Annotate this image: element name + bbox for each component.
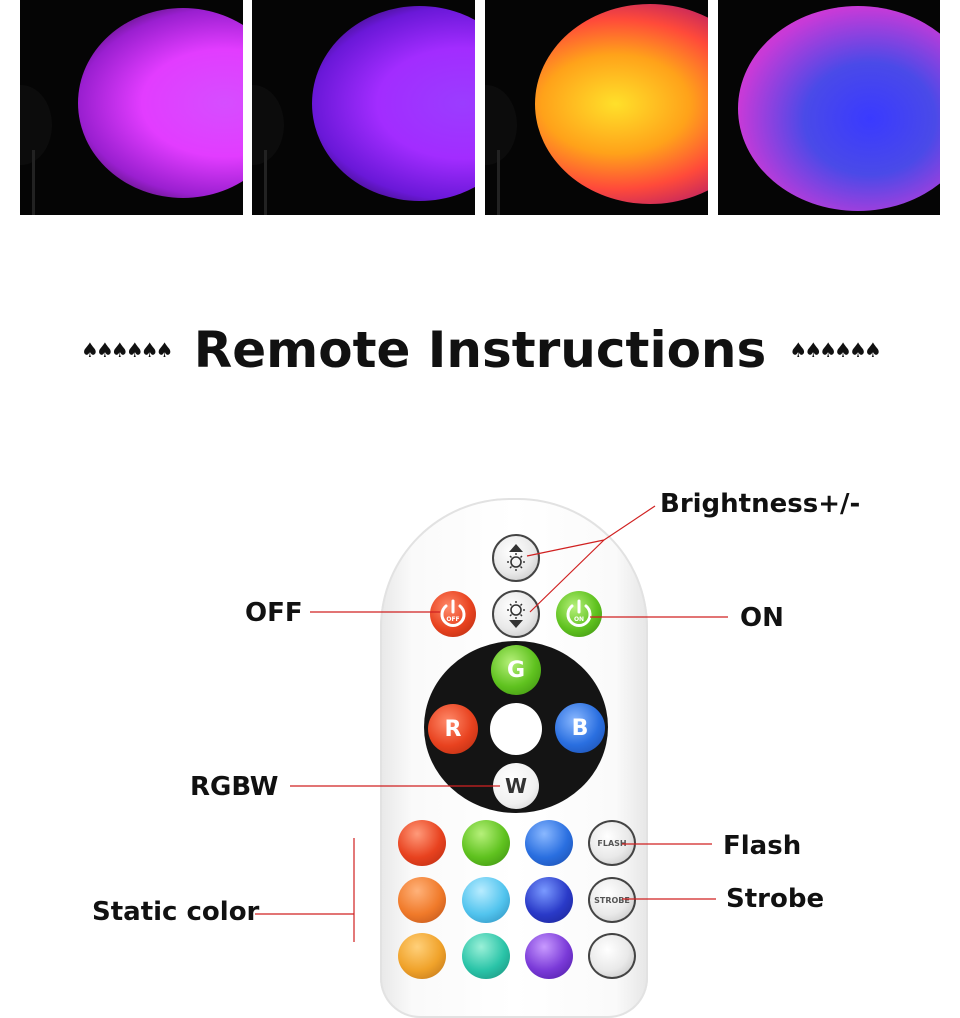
on-button-text: ON: [574, 616, 584, 623]
red-button[interactable]: R: [428, 704, 478, 754]
left-ornament: ♠♠♠♠♠♠: [81, 338, 174, 362]
sun-down-icon: [507, 601, 525, 628]
static-color-label: Static color: [92, 897, 260, 927]
white-button[interactable]: W: [493, 763, 539, 809]
strobe-button-text: STROBE: [594, 895, 630, 905]
color-button-teal[interactable]: [462, 933, 510, 979]
center-button[interactable]: [490, 703, 542, 755]
off-label: OFF: [245, 598, 303, 628]
flash-button[interactable]: FLASH: [588, 820, 636, 866]
photo-purple: [252, 0, 475, 215]
strobe-button[interactable]: STROBE: [588, 877, 636, 923]
color-button-light-blue[interactable]: [462, 877, 510, 923]
page-title: Remote Instructions: [193, 321, 767, 379]
strobe-label: Strobe: [726, 884, 825, 914]
brightness-label: Brightness+/-: [660, 489, 861, 519]
rgbw-label: RGBW: [190, 772, 279, 802]
photo-magenta: [20, 0, 243, 215]
color-button-blue[interactable]: [525, 820, 573, 866]
flash-label: Flash: [723, 831, 802, 861]
blue-button[interactable]: B: [555, 703, 605, 753]
color-button-orange[interactable]: [398, 877, 446, 923]
color-button-red[interactable]: [398, 820, 446, 866]
color-button-purple[interactable]: [525, 933, 573, 979]
photo-blue-pink: [718, 0, 940, 215]
off-button-text: OFF: [446, 616, 459, 623]
color-button-yellow-orange[interactable]: [398, 933, 446, 979]
color-button-dark-blue[interactable]: [525, 877, 573, 923]
brightness-up-button[interactable]: [492, 534, 540, 582]
on-button[interactable]: ON: [556, 591, 602, 637]
power-icon: OFF: [440, 599, 466, 627]
brightness-down-button[interactable]: [492, 590, 540, 638]
sun-up-icon: [507, 544, 525, 571]
on-label: ON: [740, 603, 784, 633]
off-button[interactable]: OFF: [430, 591, 476, 637]
heading-row: ♠♠♠♠♠♠ Remote Instructions ♠♠♠♠♠♠: [0, 318, 960, 382]
mode-button[interactable]: [588, 933, 636, 979]
right-ornament: ♠♠♠♠♠♠: [789, 338, 882, 362]
flash-button-text: FLASH: [597, 838, 627, 848]
color-button-green[interactable]: [462, 820, 510, 866]
photo-sunset: [485, 0, 708, 215]
green-button[interactable]: G: [491, 645, 541, 695]
power-icon: ON: [566, 599, 592, 627]
